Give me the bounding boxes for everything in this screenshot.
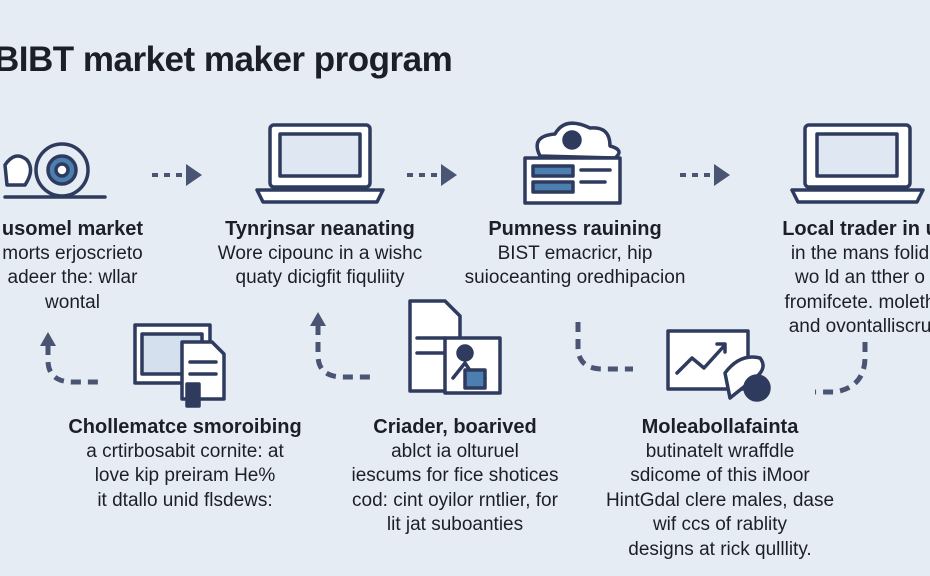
step-5: Chollematce smoroibing a crtirbosabit co… <box>50 415 320 513</box>
step-heading: Chollematce smoroibing <box>50 415 320 440</box>
step-line: wontal <box>45 291 100 313</box>
chart-monitor-icon <box>666 329 771 402</box>
step-line: designs at rick qulllity. <box>628 538 812 560</box>
step-6: Criader, boarived ablct ia olturuel iesc… <box>335 415 575 538</box>
step-2: Tynrjnsar neanating Wore cipounc in a wi… <box>200 217 440 291</box>
laptop-icon <box>255 123 385 204</box>
step-line: suioceanting oredhipacion <box>464 267 686 288</box>
step-heading: Pumness rauining <box>488 218 662 240</box>
step-heading: Moleabollafainta <box>641 416 799 438</box>
step-line: Wore cipounc in a wishc <box>217 242 423 264</box>
step-line: ablct ia olturuel <box>391 440 519 462</box>
step-1: usomel market morts erjoscrieto adeer th… <box>0 217 180 315</box>
step-3: Pumness rauining BIST emacricr, hip suio… <box>455 217 695 291</box>
step-line: it dtallo unid flsdews: <box>97 489 273 511</box>
document-stack-icon <box>133 323 226 408</box>
arrow-right-icon <box>680 164 730 186</box>
curved-arrow-icon <box>40 332 103 385</box>
arrow-right-icon <box>152 164 202 186</box>
step-heading: Criader, boarived <box>373 416 537 438</box>
step-heading: Tynrjnsar neanating <box>225 218 415 240</box>
laptop-icon <box>790 123 925 204</box>
step-heading: usomel market <box>1 218 144 240</box>
step-line: BIST emacricr, hip <box>497 242 653 264</box>
step-line: lit jat suboanties <box>386 514 524 535</box>
cloud-lock-icon <box>523 121 622 205</box>
step-line: butinatelt wraffdle <box>645 440 795 462</box>
step-line: in the mans folid <box>790 242 930 264</box>
step-line: morts erjoscrieto <box>2 242 143 264</box>
curved-arrow-icon <box>815 342 868 395</box>
step-line: wif ccs of rablity <box>652 514 788 535</box>
page-title: BIBT market maker program <box>0 40 453 79</box>
arrow-right-icon <box>407 164 457 186</box>
step-line: sdicome of this iMoor <box>630 465 810 486</box>
step-line: and ovontalliscru <box>788 316 930 337</box>
step-line: fromifcete. moleth <box>784 291 930 313</box>
curved-arrow-icon <box>575 322 633 372</box>
step-heading-text: Chollematce smoroibing <box>68 416 302 438</box>
curved-arrow-icon <box>310 312 373 380</box>
step-line: cod: cint oyilor rntlier, for <box>352 489 558 511</box>
step-line: iescums for fice shotices <box>351 465 559 486</box>
step-line: a crtirbosabit cornite: at <box>86 440 284 462</box>
trader-document-icon <box>408 299 502 395</box>
step-7: Moleabollafainta butinatelt wraffdle sdi… <box>600 415 840 562</box>
step-line: HintGdal clere males, dase <box>605 489 835 511</box>
step-line: adeer the: wllar <box>7 267 138 288</box>
step-4: Local trader in u in the mans folid wo l… <box>755 217 930 340</box>
step-line: wo ld an tther o <box>795 267 925 288</box>
target-icon <box>3 142 107 199</box>
step-heading: Local trader in u <box>782 218 930 240</box>
step-line: love kip preiram He% <box>94 465 276 486</box>
step-line: quaty dicigfit fiquliity <box>235 267 405 288</box>
